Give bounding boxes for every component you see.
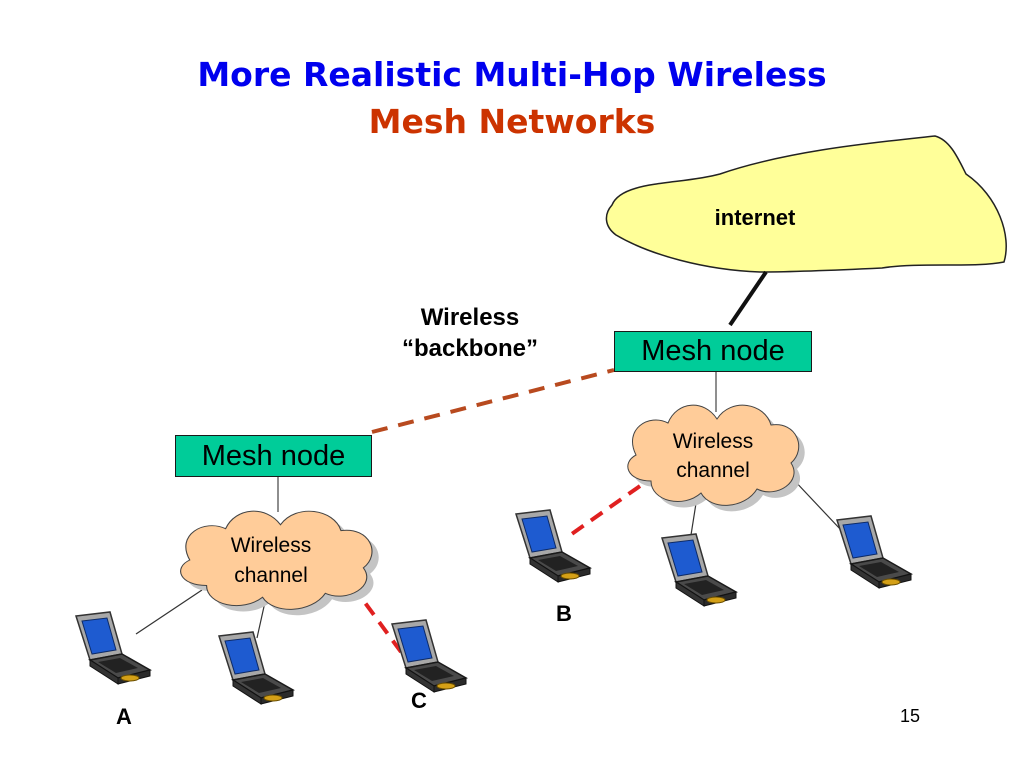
link-channel-left-to-c: [350, 583, 406, 658]
laptop-c: [391, 619, 467, 693]
internet-cloud: [605, 135, 1007, 273]
channel-right-label-line2: channel: [676, 459, 750, 482]
backbone-link: [371, 368, 615, 434]
laptop-client-left: [218, 631, 294, 705]
slide-subtitle: Mesh Networks: [368, 102, 656, 141]
channel-left-label-line1: Wireless: [230, 534, 312, 557]
mesh-node-right: Mesh node: [614, 331, 812, 372]
channel-right-label-line1: Wireless: [672, 430, 754, 453]
backbone-label-line2: “backbone”: [401, 335, 539, 362]
laptop-b: [515, 509, 591, 583]
laptop-client-right: [661, 533, 737, 607]
channel-left-label-line2: channel: [234, 564, 308, 587]
slide-number: 15: [900, 706, 921, 726]
slide-title: More Realistic Multi-Hop Wireless: [197, 55, 827, 94]
laptop-a: [75, 611, 151, 685]
client-b-label: B: [556, 601, 572, 626]
link-channel-right-to-b: [564, 484, 642, 540]
link-channel-right-to-client-far: [791, 477, 842, 531]
internet-label: internet: [714, 205, 796, 230]
client-c-label: C: [411, 688, 427, 713]
client-a-label: A: [116, 704, 132, 729]
mesh-node-left: Mesh node: [175, 435, 372, 477]
backbone-label-line1: Wireless: [420, 304, 520, 331]
link-channel-left-to-client: [256, 601, 266, 639]
internet-uplink: [728, 270, 768, 327]
laptop-client-far-right: [836, 515, 912, 589]
link-channel-left-to-a: [135, 589, 203, 635]
